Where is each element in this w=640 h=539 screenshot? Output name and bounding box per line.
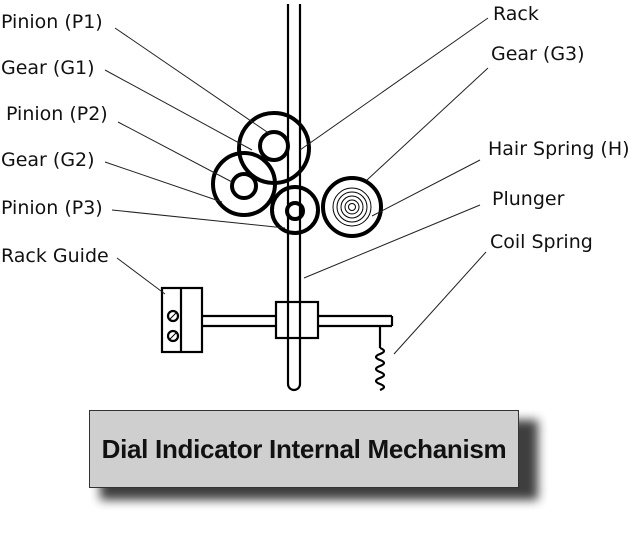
label-coil-spring: Coil Spring bbox=[490, 231, 593, 253]
label-pinion-p2: Pinion (P2) bbox=[6, 103, 108, 125]
leader-lines bbox=[104, 17, 489, 355]
label-gear-g3: Gear (G3) bbox=[491, 43, 585, 65]
coil-spring bbox=[374, 326, 386, 392]
label-hair-spring: Hair Spring (H) bbox=[488, 138, 630, 160]
pinion-p3 bbox=[285, 201, 305, 221]
pinion-p1 bbox=[258, 130, 290, 162]
gear-g3 bbox=[270, 185, 320, 235]
title-box: Dial Indicator Internal Mechanism bbox=[89, 410, 519, 488]
label-plunger: Plunger bbox=[492, 188, 565, 210]
label-gear-g2: Gear (G2) bbox=[1, 149, 95, 171]
rack-guide bbox=[160, 286, 204, 354]
guide-rod bbox=[202, 300, 394, 340]
diagram-title: Dial Indicator Internal Mechanism bbox=[101, 433, 507, 464]
label-pinion-p1: Pinion (P1) bbox=[1, 11, 103, 33]
hair-spring bbox=[321, 176, 383, 238]
label-pinion-p3: Pinion (P3) bbox=[1, 197, 103, 219]
gear-g2 bbox=[211, 151, 277, 217]
label-gear-g1: Gear (G1) bbox=[1, 57, 95, 79]
label-rack: Rack bbox=[493, 3, 539, 25]
rack bbox=[286, 4, 302, 392]
pinion-p2 bbox=[230, 172, 258, 200]
label-rack-guide: Rack Guide bbox=[1, 245, 109, 267]
